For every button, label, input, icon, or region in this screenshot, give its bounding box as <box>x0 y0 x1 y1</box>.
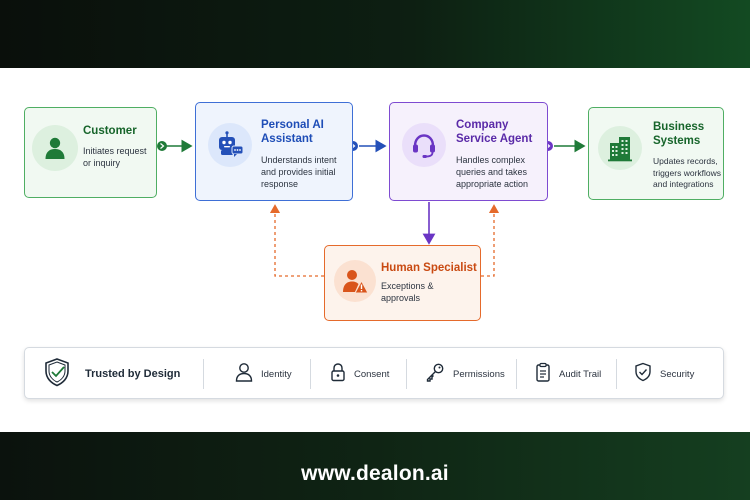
customer-node: Customer Initiates request or inquiry <box>24 107 157 198</box>
trust-item-identity: Identity <box>235 348 292 400</box>
headset-icon <box>402 123 446 167</box>
arrow-company-to-business <box>543 139 586 153</box>
node-title: Company Service Agent <box>456 119 533 145</box>
trust-bar: Trusted by Design Identity Consent <box>24 347 724 399</box>
trust-item-label: Security <box>660 368 695 380</box>
trust-item-label: Consent <box>354 368 390 380</box>
divider <box>310 359 311 389</box>
trust-item-label: Audit Trail <box>559 368 602 380</box>
divider <box>616 359 617 389</box>
trust-item-permissions: Permissions <box>425 348 505 400</box>
divider <box>203 359 204 389</box>
person-warning-icon <box>334 260 376 302</box>
node-title: Customer <box>83 125 137 137</box>
human-specialist-node: Human Specialist Exceptions & approvals <box>324 245 481 321</box>
arrow-customer-to-personal <box>157 139 193 153</box>
top-banner <box>0 0 750 68</box>
node-title: Business Systems <box>653 121 705 147</box>
node-description: Understands intent and provides initial … <box>261 155 337 189</box>
trust-item-security: Security <box>634 348 694 400</box>
arrow-personal-to-company <box>348 139 387 153</box>
trust-item-audit-trail: Audit Trail <box>535 348 601 400</box>
lock-icon <box>330 362 346 387</box>
trust-item-label: Permissions <box>453 368 505 380</box>
clipboard-icon <box>535 362 551 387</box>
node-description: Handles complex queries and takes approp… <box>456 155 529 189</box>
shield-check-icon <box>43 357 71 392</box>
node-title: Personal AI Assistant <box>261 119 324 145</box>
bottom-banner <box>0 432 750 500</box>
company-agent-node: Company Service Agent Handles complex qu… <box>389 102 548 201</box>
personal-ai-node: Personal AI Assistant Understands intent… <box>195 102 353 201</box>
buildings-icon <box>598 126 642 170</box>
robot-chat-icon <box>208 123 252 167</box>
footer-url[interactable]: www.dealon.ai <box>301 462 449 485</box>
trust-item-label: Identity <box>261 368 292 380</box>
arrow-human-to-personal <box>269 204 324 277</box>
trust-heading-label: Trusted by Design <box>85 368 181 380</box>
person-icon <box>32 125 78 171</box>
divider <box>516 359 517 389</box>
business-systems-node: Business Systems Updates records, trigge… <box>588 107 724 200</box>
node-description: Updates records, triggers workflows and … <box>653 156 722 189</box>
shield-check-icon <box>634 362 652 387</box>
key-icon <box>425 362 445 387</box>
node-title: Human Specialist <box>381 262 477 274</box>
trust-heading: Trusted by Design <box>43 348 180 400</box>
divider <box>406 359 407 389</box>
user-icon <box>235 362 253 387</box>
arrow-human-to-company <box>481 204 500 277</box>
node-description: Exceptions & approvals <box>381 281 434 303</box>
trust-item-consent: Consent <box>330 348 389 400</box>
node-description: Initiates request or inquiry <box>83 146 147 168</box>
diagram-canvas: Customer Initiates request or inquiry Pe… <box>0 68 750 432</box>
